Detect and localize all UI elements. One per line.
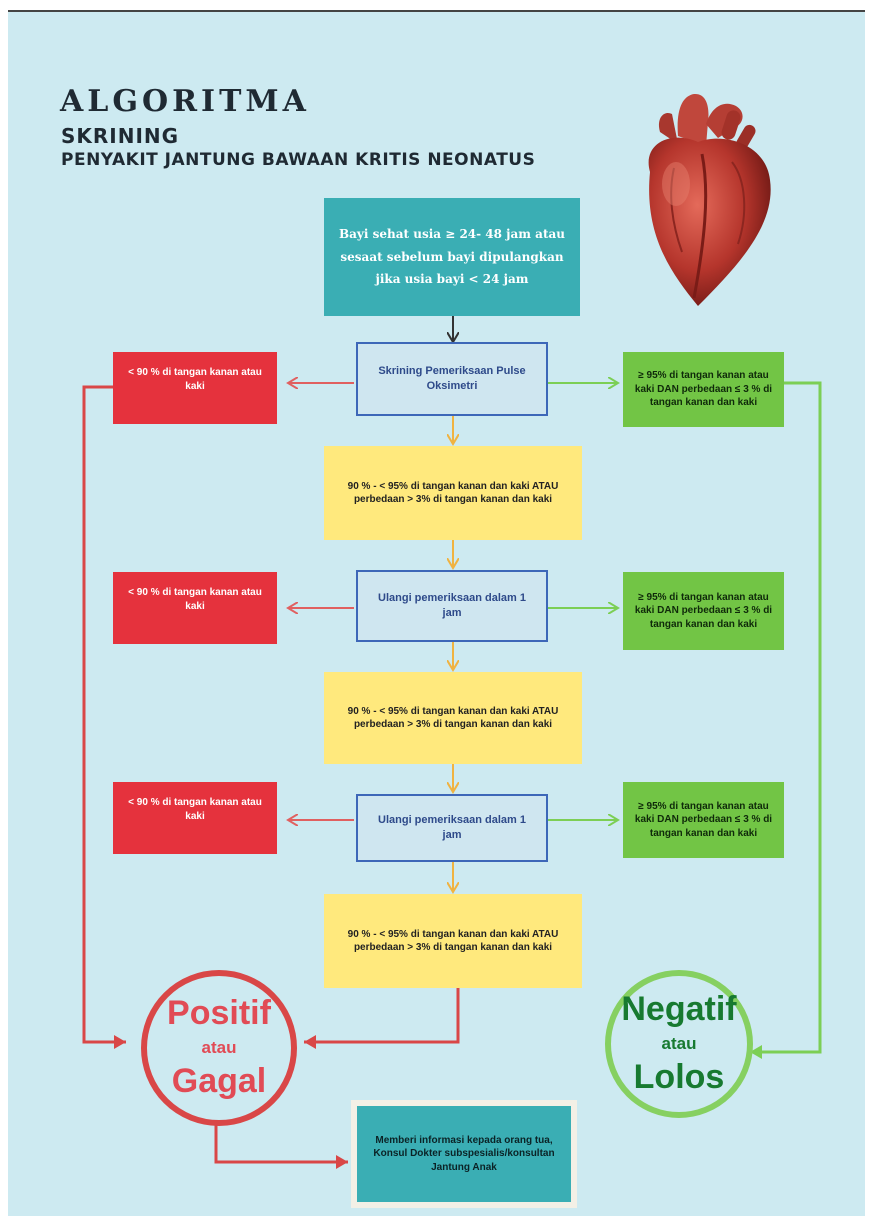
flowchart-poster: ALGORITMA SKRINING PENYAKIT JANTUNG BAWA… [8,10,865,1216]
repeat-box-2: 90 % - < 95% di tangan kanan dan kaki AT… [324,672,582,764]
check-box-3: Ulangi pemeriksaan dalam 1 jam [356,794,548,862]
fail-box-1: < 90 % di tangan kanan atau kaki [113,352,277,424]
check-box-1: Skrining Pemeriksaan Pulse Oksimetri [356,342,548,416]
pass-box-2: ≥ 95% di tangan kanan atau kaki DAN perb… [623,572,784,650]
positive-label: Positif [167,994,271,1033]
heart-icon [648,93,771,306]
page-subtitle-2: PENYAKIT JANTUNG BAWAAN KRITIS NEONATUS [61,150,536,170]
start-box: Bayi sehat usia ≥ 24- 48 jam atau sesaat… [324,198,580,316]
pass-box-3: ≥ 95% di tangan kanan atau kaki DAN perb… [623,782,784,858]
positive-or-label: atau [201,1037,237,1057]
negative-or-label: atau [661,1033,697,1053]
negative-label: Negatif [621,990,737,1029]
negative-outcome-circle: Negatif atau Lolos [605,970,753,1118]
fail-box-2: < 90 % di tangan kanan atau kaki [113,572,277,644]
page-title: ALGORITMA [60,84,310,119]
repeat-box-1: 90 % - < 95% di tangan kanan dan kaki AT… [324,446,582,540]
check-box-2: Ulangi pemeriksaan dalam 1 jam [356,570,548,642]
positive-outcome-circle: Positif atau Gagal [141,970,297,1126]
repeat-box-3: 90 % - < 95% di tangan kanan dan kaki AT… [324,894,582,988]
info-box: Memberi informasi kepada orang tua, Kons… [351,1100,577,1208]
fail-label: Gagal [171,1062,267,1101]
fail-box-3: < 90 % di tangan kanan atau kaki [113,782,277,854]
page-subtitle: SKRINING [61,124,180,148]
pass-label: Lolos [633,1058,725,1097]
connector-lines [82,316,822,1169]
pass-box-1: ≥ 95% di tangan kanan atau kaki DAN perb… [623,352,784,427]
